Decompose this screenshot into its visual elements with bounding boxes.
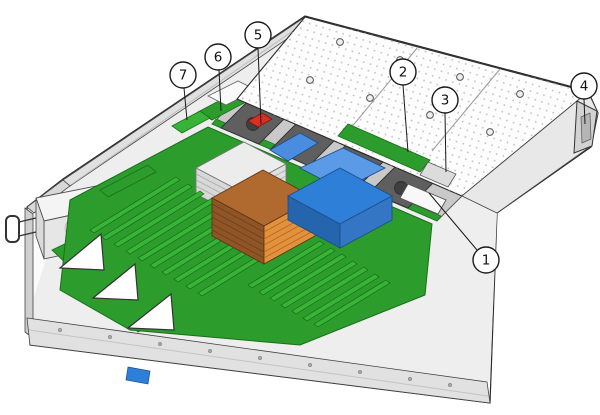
callout-5-label: 5	[254, 28, 263, 44]
air-baffle	[269, 132, 393, 249]
callout-4: 4	[570, 72, 598, 125]
callouts: 1 2 3 4 5 6 7	[169, 21, 598, 274]
backplane-bracket	[419, 161, 457, 188]
dimm	[269, 253, 347, 302]
callout-3-leader	[444, 112, 447, 173]
dimm	[89, 176, 181, 234]
callout-5: 5	[244, 21, 272, 125]
riser-bracket	[91, 262, 139, 301]
callout-3-label: 3	[441, 93, 450, 109]
callout-2: 2	[389, 58, 417, 153]
cover-perforation	[237, 17, 588, 196]
cover-seam	[431, 68, 501, 152]
callout-6-label: 6	[214, 50, 223, 66]
riser-brackets	[58, 232, 175, 331]
callout-4-circle	[570, 72, 598, 100]
io-board	[171, 110, 211, 134]
callout-6: 6	[204, 43, 232, 112]
rack-ear-slot	[580, 112, 592, 144]
front-wall-groove	[28, 329, 489, 397]
callout-1-label: 1	[482, 253, 491, 269]
dimm	[247, 240, 325, 289]
riser-bracket	[58, 232, 105, 271]
callout-5-leader	[257, 47, 262, 125]
air-baffle-side	[339, 195, 393, 249]
callout-2-label: 2	[399, 65, 408, 81]
rack-ear	[573, 100, 598, 154]
callout-3-circle	[431, 86, 459, 114]
callout-3: 3	[431, 86, 459, 173]
front-wall-rivets	[57, 327, 453, 388]
dimm	[101, 183, 193, 241]
callout-4-leader	[583, 98, 586, 125]
callout-7-leader	[183, 87, 188, 121]
dimm	[280, 260, 358, 309]
dimm	[313, 279, 391, 328]
callout-1-circle	[472, 246, 500, 274]
disk-backplane	[337, 123, 431, 173]
dimm	[302, 273, 380, 322]
callout-7: 7	[169, 61, 197, 121]
riser-edge-board	[99, 164, 157, 198]
dimm	[113, 190, 205, 248]
dimm	[258, 247, 336, 296]
callout-2-circle	[389, 58, 417, 86]
callout-1: 1	[428, 192, 500, 274]
front-wall	[26, 317, 491, 404]
dimm	[291, 266, 369, 315]
callout-2-leader	[402, 84, 409, 153]
callout-5-circle	[244, 21, 272, 49]
right-end-panel	[461, 91, 599, 214]
fan-tray-latch	[399, 183, 447, 215]
callout-1-leader	[428, 192, 478, 251]
callout-6-circle	[204, 43, 232, 71]
power-supply-side	[35, 197, 45, 260]
air-baffle-arm	[269, 132, 319, 162]
callout-6-leader	[218, 69, 222, 112]
highlight-component	[247, 112, 273, 128]
dimm-bank-right	[247, 240, 391, 328]
power-supply-handle	[5, 215, 20, 243]
riser-bracket	[126, 292, 175, 331]
callout-7-label: 7	[179, 68, 188, 84]
callout-7-circle	[169, 61, 197, 89]
callout-4-label: 4	[580, 79, 589, 95]
front-wall-blue-tag	[125, 366, 151, 385]
